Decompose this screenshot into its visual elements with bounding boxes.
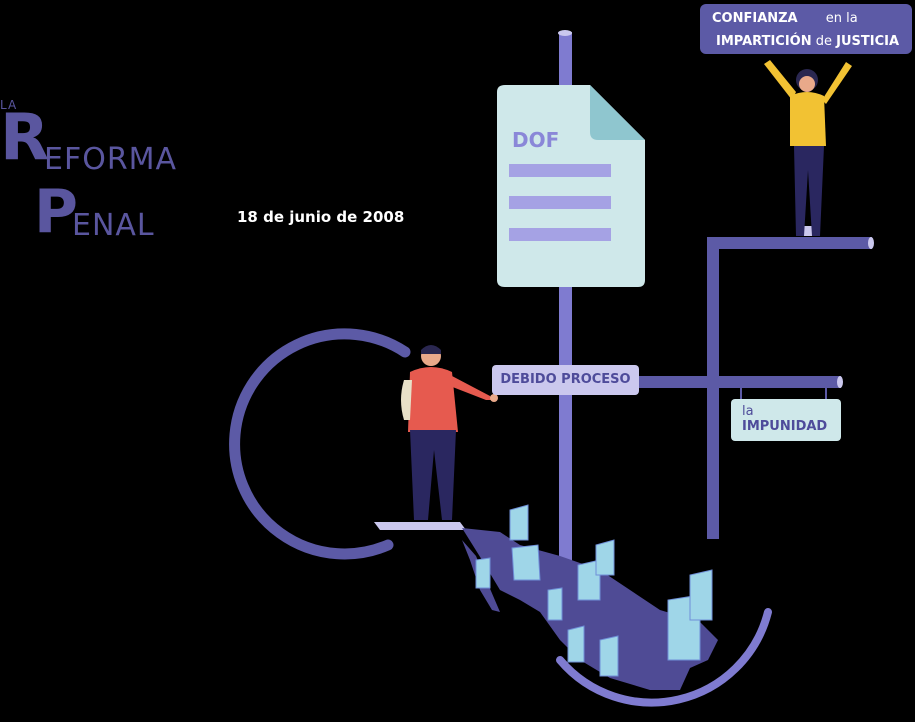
title-eforma: EFORMA [44,142,178,177]
en-la-text: en la [825,11,858,26]
man-figure [401,345,498,520]
dof-label: DOF [512,128,560,152]
right-pipe-middle [638,376,841,388]
raised-hands-icon [475,504,713,677]
center-pipe-cap [558,30,572,36]
de-text: de [815,34,832,49]
left-arc [229,328,411,560]
confianza-word: CONFIANZA [712,11,798,26]
imparticion-word: IMPARTICIÓN [716,34,812,49]
confianza-line-1: CONFIANZA en la [712,11,858,26]
reform-date: 18 de junio de 2008 [237,208,405,226]
right-pipe-top [707,237,872,249]
man-platform [374,522,466,530]
title-letter-r: R [0,101,50,175]
confianza-sign: CONFIANZA en la IMPARTICIÓN de JUSTICIA [700,4,912,54]
impunidad-word: IMPUNIDAD [742,419,828,434]
justicia-word: JUSTICIA [836,34,900,49]
title-enal: ENAL [72,208,155,243]
title-la: LA [0,98,18,112]
impunidad-la: la [742,404,754,419]
right-pipe-top-cap [868,237,874,249]
right-pipe-middle-cap [837,376,843,388]
debido-proceso-sign: DEBIDO PROCESO [492,365,639,395]
woman-figure [764,60,852,236]
dof-document-icon [497,85,645,287]
bottom-arc [556,608,772,707]
confianza-line-2: IMPARTICIÓN de JUSTICIA [716,34,899,49]
impunidad-sign: la IMPUNIDAD [731,399,841,441]
title-letter-p: P [34,177,78,247]
